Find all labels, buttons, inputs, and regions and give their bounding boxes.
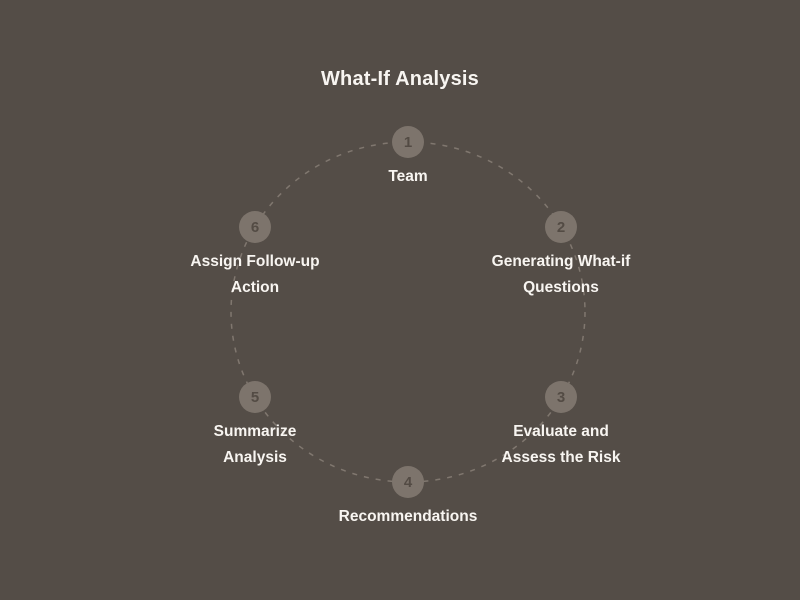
node-4-label: Recommendations (338, 508, 478, 525)
node-4-recommendations: 4 Recommendations (288, 466, 528, 530)
node-5-number: 5 (250, 388, 260, 406)
node-4-circle: 4 (392, 466, 424, 498)
node-6-label: Assign Follow-up Action (190, 253, 320, 296)
node-6-assign-follow-up-action: 6 Assign Follow-up Action (135, 211, 375, 301)
node-6-number: 6 (250, 218, 260, 236)
node-2-generating-what-if-questions: 2 Generating What-if Questions (441, 211, 681, 301)
node-4-number: 4 (403, 473, 413, 491)
node-3-label: Evaluate and Assess the Risk (501, 423, 621, 466)
node-2-label: Generating What-if Questions (491, 253, 631, 296)
diagram-title: What-If Analysis (320, 68, 480, 90)
node-3-circle: 3 (545, 381, 577, 413)
node-1-label: Team (388, 168, 428, 185)
node-3-evaluate-and-assess-the-risk: 3 Evaluate and Assess the Risk (441, 381, 681, 471)
node-6-circle: 6 (239, 211, 271, 243)
node-3-number: 3 (556, 388, 566, 406)
node-2-number: 2 (556, 218, 566, 236)
node-5-label: Summarize Analysis (213, 423, 297, 466)
node-5-circle: 5 (239, 381, 271, 413)
node-2-circle: 2 (545, 211, 577, 243)
node-1-team: 1 Team (288, 126, 528, 190)
node-1-circle: 1 (392, 126, 424, 158)
node-5-summarize-analysis: 5 Summarize Analysis (135, 381, 375, 471)
node-1-number: 1 (403, 133, 413, 151)
